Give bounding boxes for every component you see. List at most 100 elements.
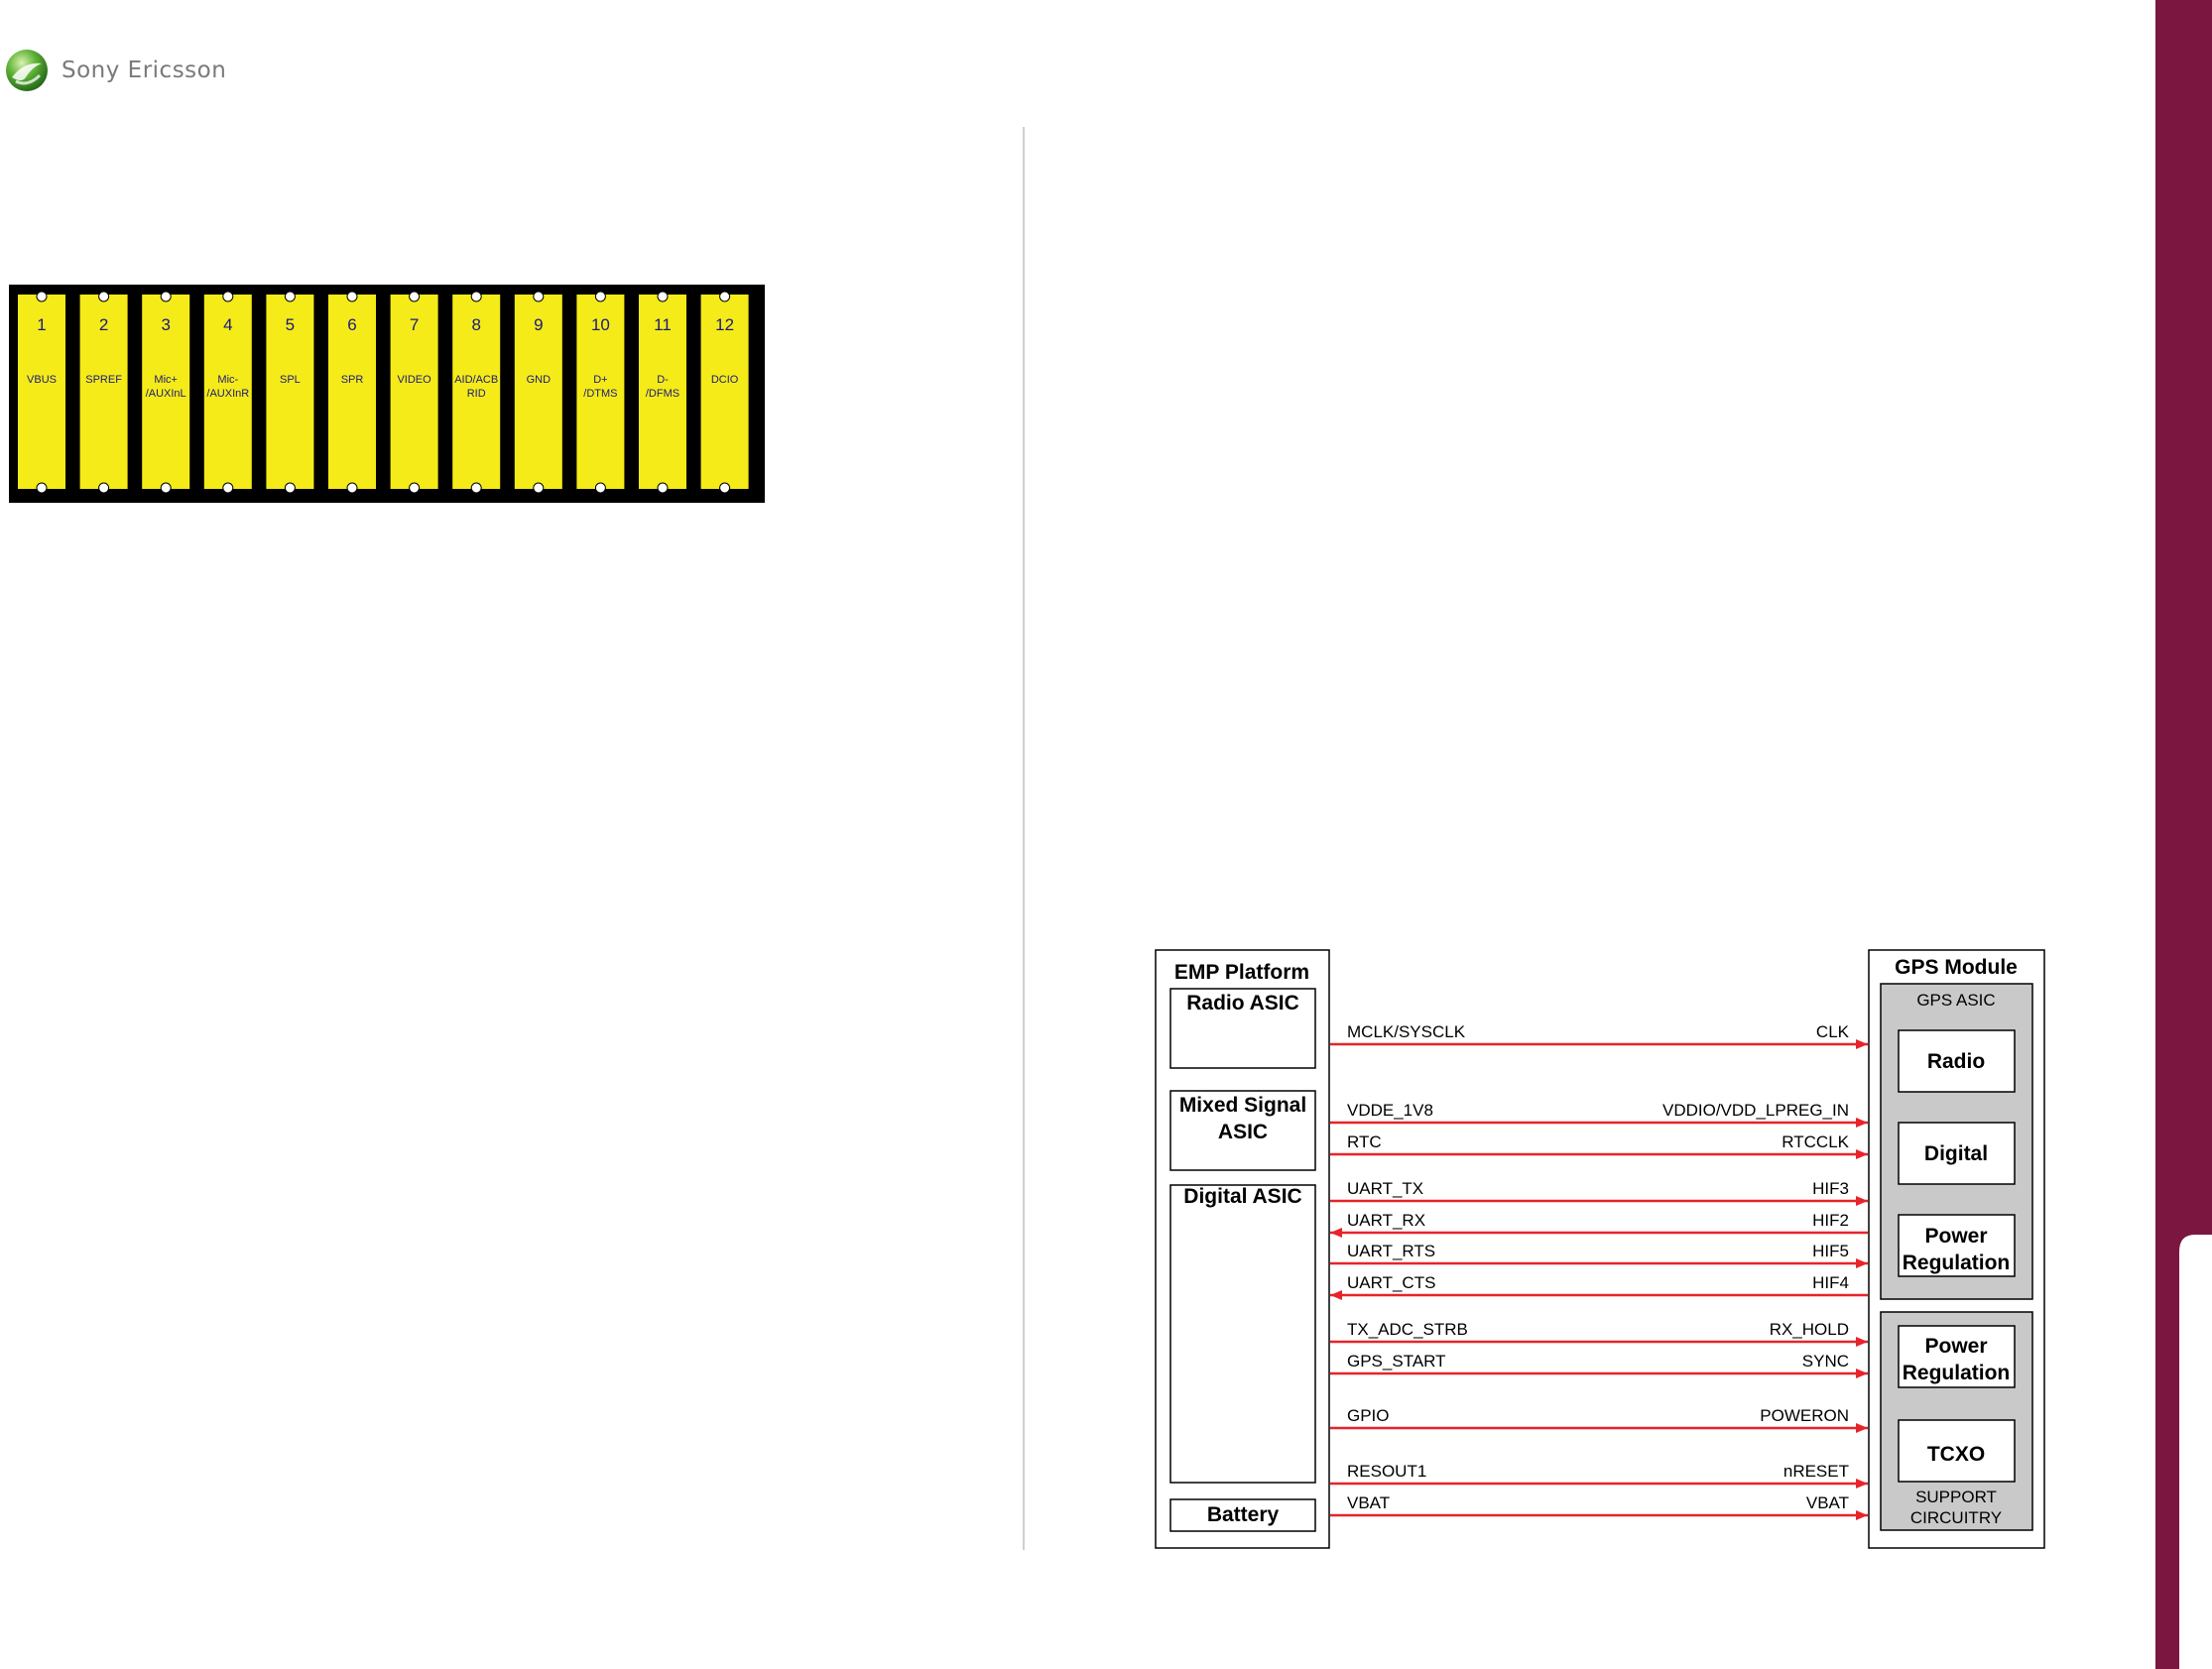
- connector-pin: [639, 295, 686, 489]
- pin-hole-top: [284, 291, 296, 302]
- pin-label: Mic+: [154, 374, 178, 386]
- emp-platform-title: EMP Platform: [1174, 961, 1309, 984]
- pin-number: 12: [715, 315, 734, 334]
- signal-left-label: VBAT: [1347, 1493, 1390, 1512]
- pin-hole-bottom: [284, 482, 296, 494]
- support-block-label: Regulation: [1903, 1362, 2011, 1384]
- pin-number: 6: [347, 315, 356, 334]
- emp-block-label: Mixed Signal: [1179, 1094, 1306, 1117]
- pin-number: 5: [286, 315, 295, 334]
- signal-left-label: UART_RTS: [1347, 1242, 1435, 1260]
- emp-block: [1169, 1184, 1316, 1484]
- pin-label: D-: [657, 374, 669, 386]
- pin-hole-top: [470, 291, 482, 302]
- gps-asic-block-label: Power: [1924, 1225, 1987, 1248]
- gps-asic-title: GPS ASIC: [1916, 991, 1995, 1010]
- sony-ericsson-globe-icon: [6, 50, 48, 91]
- pin-label: DCIO: [711, 374, 739, 386]
- connector-pin: [18, 295, 65, 489]
- signal-left-label: GPS_START: [1347, 1352, 1446, 1371]
- connector-pin: [203, 295, 252, 489]
- emp-block-label: ASIC: [1218, 1121, 1268, 1143]
- emp-block: [1169, 1498, 1316, 1532]
- signal-right-label: HIF5: [1812, 1242, 1849, 1260]
- signal-right-label: HIF2: [1812, 1211, 1849, 1230]
- signal-left-label: RTC: [1347, 1133, 1382, 1151]
- signal-right-label: CLK: [1816, 1022, 1850, 1041]
- support-block-label: TCXO: [1927, 1443, 1985, 1466]
- signal-right-label: RX_HOLD: [1770, 1320, 1849, 1339]
- gps-asic-block: [1898, 1214, 2016, 1277]
- emp-block-label: Digital ASIC: [1183, 1185, 1301, 1208]
- connector-pin: [328, 295, 376, 489]
- pin-hole-bottom: [409, 482, 421, 494]
- signal-right-label: VDDIO/VDD_LPREG_IN: [1662, 1101, 1849, 1120]
- pin-hole-top: [160, 291, 172, 302]
- signal-left-label: TX_ADC_STRB: [1347, 1320, 1468, 1339]
- pin-hole-top: [719, 291, 731, 302]
- pin-label: /DTMS: [583, 388, 617, 400]
- pin-label: GND: [527, 374, 552, 386]
- connector-pin: [700, 295, 749, 489]
- emp-block: [1169, 1090, 1316, 1171]
- pin-hole-bottom: [346, 482, 358, 494]
- support-block: [1898, 1325, 2016, 1388]
- emp-block-label: Radio ASIC: [1186, 992, 1299, 1014]
- pin-hole-top: [36, 291, 48, 302]
- signal-right-label: HIF3: [1812, 1179, 1849, 1198]
- pin-hole-top: [657, 291, 669, 302]
- gps-asic-block: [1898, 1122, 2016, 1185]
- pin-label: AID/ACB: [454, 374, 498, 386]
- pin-number: 7: [410, 315, 419, 334]
- pin-number: 4: [223, 315, 232, 334]
- pin-label: SPR: [341, 374, 364, 386]
- pin-hole-bottom: [594, 482, 606, 494]
- sidebar-stripe: [2155, 0, 2212, 1669]
- signal-left-label: UART_TX: [1347, 1179, 1423, 1198]
- connector-pin: [266, 295, 314, 489]
- pin-label: D+: [593, 374, 607, 386]
- gps-asic-block-label: Regulation: [1903, 1252, 2011, 1274]
- pin-number: 9: [534, 315, 543, 334]
- pin-hole-bottom: [657, 482, 669, 494]
- signal-right-label: nRESET: [1783, 1462, 1849, 1481]
- pin-hole-top: [98, 291, 110, 302]
- connector-pinout: 1VBUS2SPREF3Mic+/AUXInL4Mic-/AUXInR5SPL6…: [9, 285, 765, 503]
- pin-number: 3: [161, 315, 170, 334]
- support-circuitry-title: SUPPORT: [1915, 1488, 1997, 1506]
- pin-label: SPL: [280, 374, 301, 386]
- column-divider: [1023, 127, 1025, 1550]
- pin-hole-bottom: [98, 482, 110, 494]
- gps-asic-block-label: Digital: [1924, 1142, 1988, 1165]
- pin-hole-top: [594, 291, 606, 302]
- connector-pin: [79, 295, 128, 489]
- pin-label: /DFMS: [646, 388, 679, 400]
- pin-label: SPREF: [85, 374, 122, 386]
- gps-module-title: GPS Module: [1895, 956, 2018, 979]
- emp-block: [1169, 988, 1316, 1069]
- logo: Sony Ericsson: [4, 48, 226, 93]
- pin-hole-top: [409, 291, 421, 302]
- pin-hole-bottom: [533, 482, 545, 494]
- pin-number: 8: [471, 315, 480, 334]
- signal-left-label: UART_CTS: [1347, 1273, 1435, 1292]
- connector-pin: [390, 295, 438, 489]
- pin-label: /AUXInL: [146, 388, 186, 400]
- connector-pin: [576, 295, 625, 489]
- support-circuitry-title: CIRCUITRY: [1910, 1508, 2002, 1527]
- pin-label: VBUS: [27, 374, 57, 386]
- pin-label: VIDEO: [397, 374, 431, 386]
- logo-text: Sony Ericsson: [61, 58, 227, 83]
- signal-right-label: VBAT: [1806, 1493, 1849, 1512]
- pin-number: 10: [591, 315, 610, 334]
- pin-hole-bottom: [222, 482, 234, 494]
- pin-hole-bottom: [470, 482, 482, 494]
- pin-hole-top: [533, 291, 545, 302]
- signal-left-label: MCLK/SYSCLK: [1347, 1022, 1466, 1041]
- pin-hole-bottom: [36, 482, 48, 494]
- pin-label: /AUXInR: [206, 388, 249, 400]
- connector-pin: [452, 295, 501, 489]
- pin-number: 1: [37, 315, 46, 334]
- pin-number: 2: [99, 315, 108, 334]
